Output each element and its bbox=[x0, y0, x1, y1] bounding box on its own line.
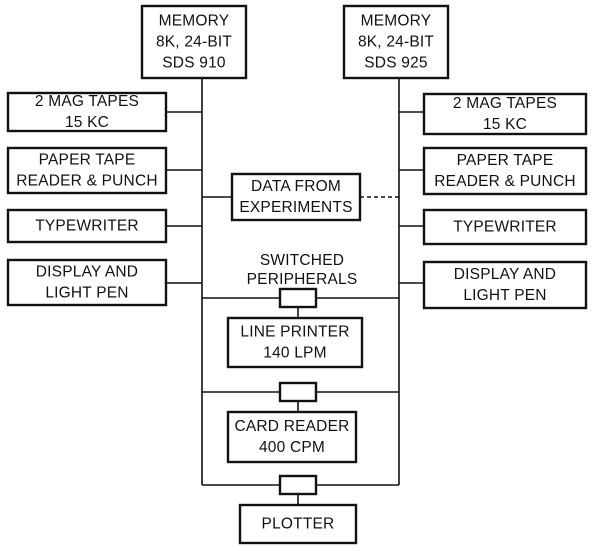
memory-sds-910-box bbox=[140, 4, 248, 80]
memory-sds-910-label-line-2: 8K, 24-BIT bbox=[156, 34, 232, 51]
right-mag-tapes-label-line-1: 2 MAG TAPES bbox=[453, 95, 557, 112]
line-printer-box bbox=[226, 316, 364, 369]
switch-3-box bbox=[278, 474, 318, 496]
right-typewriter-box bbox=[422, 208, 588, 246]
switched-peripherals-label-line-2: PERIPHERALS bbox=[247, 271, 358, 288]
right-paper-tape-label-line-2: READER & PUNCH bbox=[434, 173, 575, 190]
plotter-box bbox=[238, 503, 358, 545]
memory-sds-925-label-line-1: MEMORY bbox=[361, 13, 432, 30]
card-reader-label-line-2: 400 CPM bbox=[259, 439, 325, 456]
line-printer-label-line-2: 140 LPM bbox=[263, 345, 326, 362]
card-reader-label-line-1: CARD READER bbox=[234, 418, 349, 435]
left-mag-tapes-box bbox=[6, 91, 168, 133]
left-display-label-line-2: LIGHT PEN bbox=[45, 285, 128, 302]
memory-sds-910-label-line-3: SDS 910 bbox=[162, 55, 226, 72]
right-mag-tapes-box bbox=[422, 92, 588, 136]
memory-sds-925-label-line-2: 8K, 24-BIT bbox=[358, 34, 434, 51]
right-mag-tapes-label-line-2: 15 KC bbox=[483, 116, 527, 133]
right-typewriter-label-line-1: TYPEWRITER bbox=[453, 219, 557, 236]
diagram-boxes bbox=[6, 4, 588, 545]
line-printer-label-line-1: LINE PRINTER bbox=[240, 324, 349, 341]
diagram-labels: MEMORY 8K, 24-BIT SDS 910 MEMORY 8K, 24-BIT S… bbox=[16, 13, 575, 533]
right-display-label-line-2: LIGHT PEN bbox=[463, 287, 546, 304]
left-mag-tapes-label-line-2: 15 KC bbox=[65, 114, 109, 131]
left-display-label-line-1: DISPLAY AND bbox=[36, 264, 138, 281]
right-paper-tape-box bbox=[422, 146, 588, 196]
left-typewriter-label-line-1: TYPEWRITER bbox=[35, 218, 139, 235]
right-display-box bbox=[422, 260, 588, 310]
left-mag-tapes-label-line-1: 2 MAG TAPES bbox=[35, 93, 139, 110]
data-from-experiments-box bbox=[230, 172, 362, 222]
right-paper-tape-label-line-1: PAPER TAPE bbox=[457, 152, 554, 169]
left-typewriter-box bbox=[6, 208, 168, 244]
left-paper-tape-box bbox=[6, 146, 168, 195]
switch-2-box bbox=[278, 381, 318, 403]
left-paper-tape-label-line-2: READER & PUNCH bbox=[16, 173, 157, 190]
switch-1-box bbox=[278, 287, 318, 309]
card-reader-box bbox=[226, 410, 358, 464]
memory-sds-925-label-line-3: SDS 925 bbox=[364, 55, 427, 72]
left-paper-tape-label-line-1: PAPER TAPE bbox=[39, 152, 136, 169]
right-display-label-line-1: DISPLAY AND bbox=[454, 266, 556, 283]
switched-peripherals-label-line-1: SWITCHED bbox=[260, 252, 344, 269]
plotter-label-line-1: PLOTTER bbox=[262, 516, 335, 533]
memory-sds-925-box bbox=[342, 4, 450, 80]
data-from-experiments-label-line-1: DATA FROM bbox=[251, 178, 341, 195]
data-from-experiments-label-line-2: EXPERIMENTS bbox=[239, 199, 352, 216]
memory-sds-910-label-line-1: MEMORY bbox=[159, 13, 230, 30]
connector-lines bbox=[166, 78, 424, 505]
left-display-box bbox=[6, 258, 168, 307]
